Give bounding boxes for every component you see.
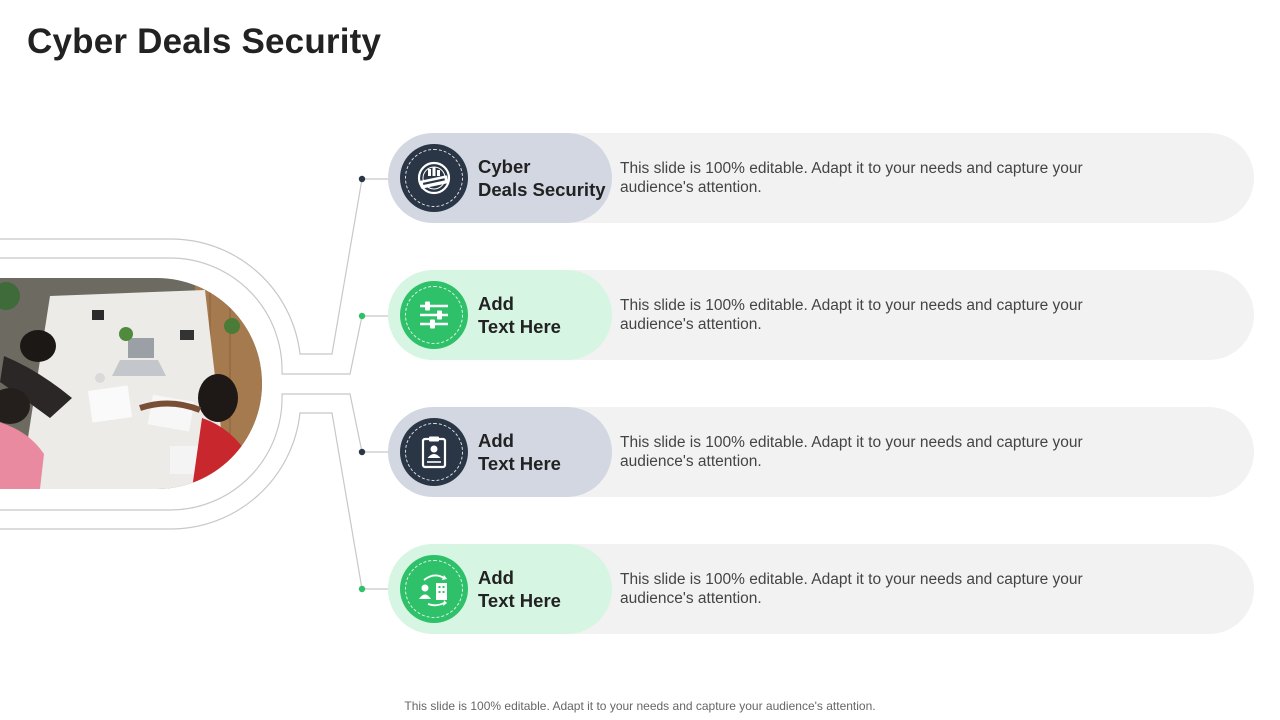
item-label-4: Add Text Here [478,567,561,611]
item-row-4: Add Text Here This slide is 100% editabl… [388,544,1254,634]
item-description-4: This slide is 100% editable. Adapt it to… [620,571,1083,607]
connector-dot-3 [358,448,366,456]
sliders-icon [400,281,468,349]
item-description-2: This slide is 100% editable. Adapt it to… [620,297,1083,333]
liquidation-stamp-icon [400,144,468,212]
item-label-2: Add Text Here [478,293,561,337]
item-row-2: Add Text Here This slide is 100% editabl… [388,270,1254,360]
item-label-1: Cyber Deals Security [478,156,606,200]
connector-dot-1 [358,175,366,183]
connector-dot-2 [358,312,366,320]
page-title: Cyber Deals Security [27,22,382,61]
item-description-1: This slide is 100% editable. Adapt it to… [620,160,1083,196]
connector-dot-4 [358,585,366,593]
item-label-3: Add Text Here [478,430,561,474]
footer-note: This slide is 100% editable. Adapt it to… [404,699,876,713]
item-row-3: Add Text Here This slide is 100% editabl… [388,407,1254,497]
id-clipboard-icon [400,418,468,486]
team-meeting-photo [0,278,262,489]
item-description-3: This slide is 100% editable. Adapt it to… [620,434,1083,470]
business-exchange-icon [400,555,468,623]
item-row-1: Cyber Deals Security This slide is 100% … [388,133,1254,223]
